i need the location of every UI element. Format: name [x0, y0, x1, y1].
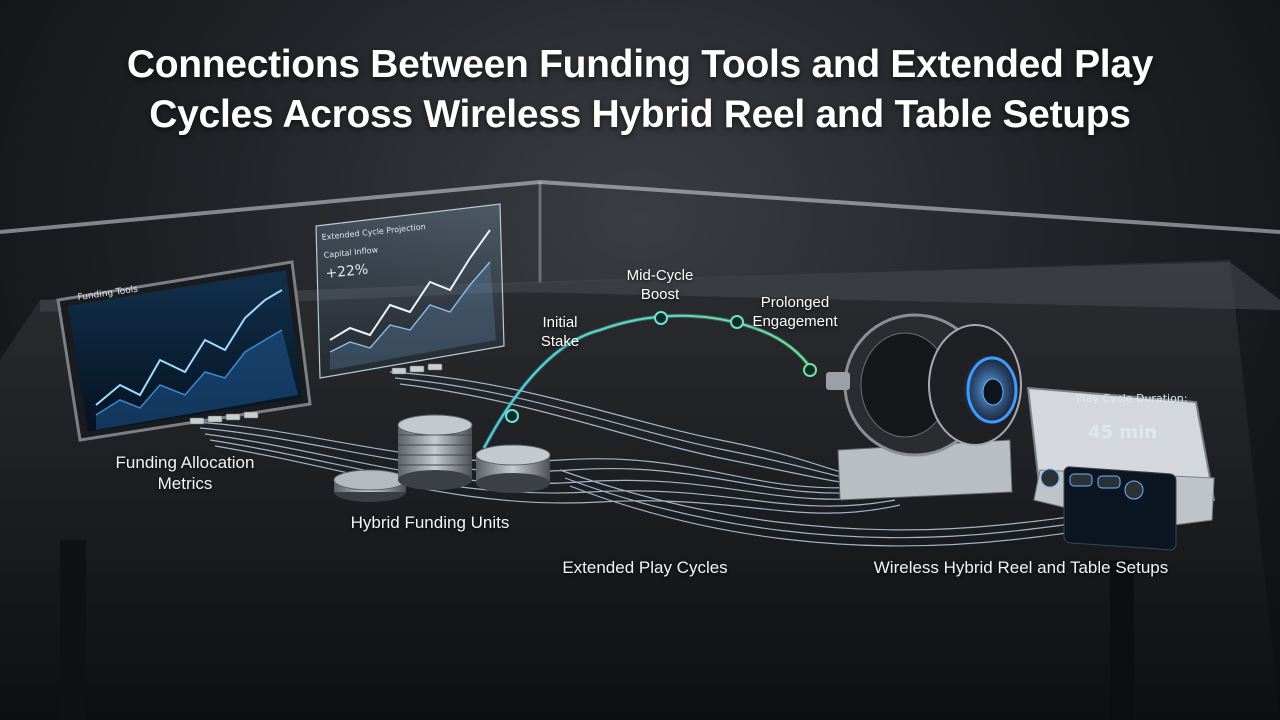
- holo-panel-metric-value: +22%: [325, 262, 369, 282]
- play-cycle-display-device: Play Cycle Duration: 45 min: [1026, 386, 1216, 551]
- stage-mid-line-1: Mid-Cycle: [626, 267, 694, 284]
- arc-node-initial-stake: [505, 409, 519, 423]
- label-wireless-hybrid-setups: Wireless Hybrid Reel and Table Setups: [873, 558, 1169, 577]
- label-hybrid-funding-units: Hybrid Funding Units: [350, 513, 510, 532]
- display-label: Play Cycle Duration:: [1076, 392, 1187, 405]
- page-title-line-1: Connections Between Funding Tools and Ex…: [126, 43, 1154, 86]
- label-funding-allocation-line-2: Metrics: [157, 474, 213, 493]
- label-funding-allocation-line-1: Funding Allocation: [115, 453, 255, 472]
- stage-prolonged-engagement: Prolonged Engagement: [735, 293, 855, 331]
- label-extended-play-cycles: Extended Play Cycles: [562, 558, 728, 577]
- stage-mid-cycle-boost: Mid-Cycle Boost: [610, 266, 710, 304]
- hybrid-reel-machine: [826, 313, 1022, 501]
- hybrid-funding-coin-stacks: [333, 414, 551, 502]
- arc-node-mid-cycle-boost: [654, 311, 668, 325]
- label-funding-allocation-metrics: Funding Allocation Metrics: [100, 452, 270, 494]
- fiber-bundles: [194, 371, 1100, 547]
- page-title: Connections Between Funding Tools and Ex…: [60, 40, 1220, 140]
- page-title-line-2: Cycles Across Wireless Hybrid Reel and T…: [149, 93, 1131, 136]
- stage-prolonged-line-1: Prolonged: [760, 294, 830, 311]
- play-cycle-arc: [482, 311, 817, 449]
- stage-initial-line-1: Initial: [542, 314, 578, 331]
- stage-mid-line-2: Boost: [640, 286, 680, 303]
- arc-node-end: [803, 363, 817, 377]
- funding-tools-tablet: Funding Tools: [56, 260, 312, 442]
- stage-prolonged-line-2: Engagement: [752, 313, 838, 330]
- display-value: 45 min: [1088, 422, 1157, 443]
- extended-cycle-projection-panel: Extended Cycle Projection Capital Inflow…: [315, 203, 505, 379]
- arc-node-prolonged-engagement: [730, 315, 744, 329]
- stage-initial-line-2: Stake: [540, 333, 580, 350]
- stage-initial-stake: Initial Stake: [520, 313, 600, 351]
